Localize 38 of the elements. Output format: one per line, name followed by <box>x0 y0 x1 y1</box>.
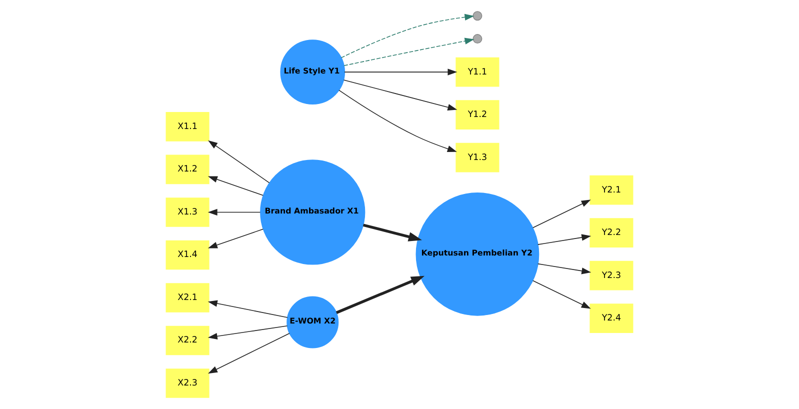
node-box: X1.4 <box>166 240 210 270</box>
arrow <box>208 326 288 340</box>
node-box: X2.2 <box>166 326 210 356</box>
arrow <box>340 14 474 58</box>
arrow <box>344 38 474 66</box>
arrow <box>208 228 264 248</box>
node-box: X1.3 <box>166 198 210 227</box>
node-box: Y1.1 <box>456 57 500 87</box>
arrow <box>343 80 458 111</box>
arrow <box>208 140 270 184</box>
arrow <box>208 208 261 216</box>
node-box: Y2.3 <box>590 260 634 290</box>
node-box: Y2.2 <box>590 218 634 248</box>
arrow <box>338 90 457 152</box>
node-circle <box>472 11 482 21</box>
node-circle: Brand Ambasador X1 <box>260 160 366 265</box>
node-box: X1.2 <box>166 154 210 184</box>
arrow <box>208 332 290 374</box>
node-box: X2.1 <box>166 283 210 312</box>
node-box: X1.1 <box>166 112 210 142</box>
node-box: Y1.2 <box>456 100 500 130</box>
node-circle <box>472 34 482 44</box>
node-box: Y2.1 <box>590 175 634 205</box>
node-circle: E-WOM X2 <box>286 296 339 348</box>
node-box: Y1.3 <box>456 142 500 172</box>
arrow <box>537 234 592 245</box>
arrow <box>208 300 288 318</box>
arrow <box>336 276 425 314</box>
node-circle: Life Style Y1 <box>280 40 346 104</box>
arrow <box>532 280 591 309</box>
arrow <box>532 200 591 228</box>
node-box: X2.3 <box>166 368 210 398</box>
arrow <box>537 263 592 274</box>
arrow <box>208 176 264 196</box>
node-box: Y2.4 <box>590 304 634 333</box>
arrow <box>344 68 458 76</box>
arrow <box>362 224 422 242</box>
node-circle: Keputusan Pembelian Y2 <box>416 192 540 316</box>
